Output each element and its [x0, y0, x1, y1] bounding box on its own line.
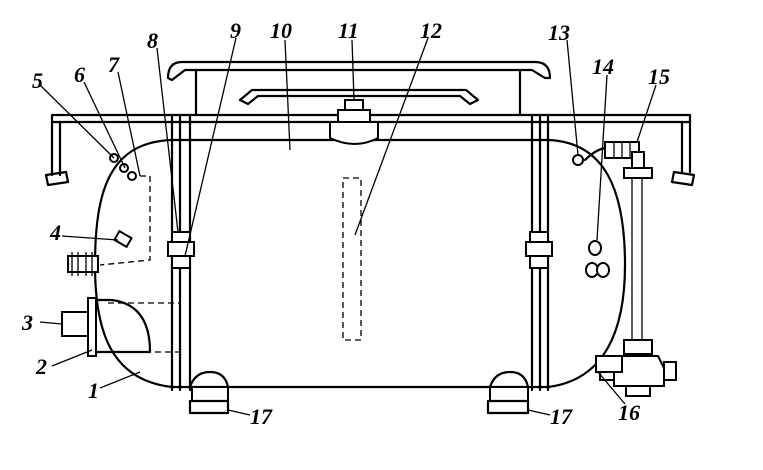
label-4: 4: [49, 220, 61, 245]
interior-tube: [342, 177, 362, 341]
side-valves: [167, 231, 553, 269]
label-17-left: 17: [250, 404, 273, 429]
filler-cap: [329, 99, 379, 145]
label-8: 8: [147, 28, 158, 53]
saddle-feet: [188, 370, 530, 415]
label-3: 3: [21, 310, 33, 335]
label-16: 16: [618, 400, 640, 425]
right-fittings: [572, 141, 677, 397]
label-14: 14: [592, 54, 614, 79]
label-13: 13: [548, 20, 570, 45]
left-fittings: [61, 153, 152, 357]
label-9: 9: [230, 18, 241, 43]
label-11: 11: [338, 18, 359, 43]
label-7: 7: [108, 52, 120, 77]
callout-labels: 1 2 3 4 5 6 7 8 9 10 11 12 13 14 15 16 1…: [21, 18, 670, 429]
label-12: 12: [420, 18, 442, 43]
top-handle: [166, 60, 552, 117]
label-10: 10: [270, 18, 292, 43]
label-6: 6: [74, 62, 85, 87]
label-17-right: 17: [550, 404, 573, 429]
label-5: 5: [32, 68, 43, 93]
label-1: 1: [88, 378, 99, 403]
leader-lines: [39, 37, 657, 416]
label-15: 15: [648, 64, 670, 89]
label-2: 2: [35, 354, 47, 379]
left-internal-pipe: [99, 175, 181, 353]
